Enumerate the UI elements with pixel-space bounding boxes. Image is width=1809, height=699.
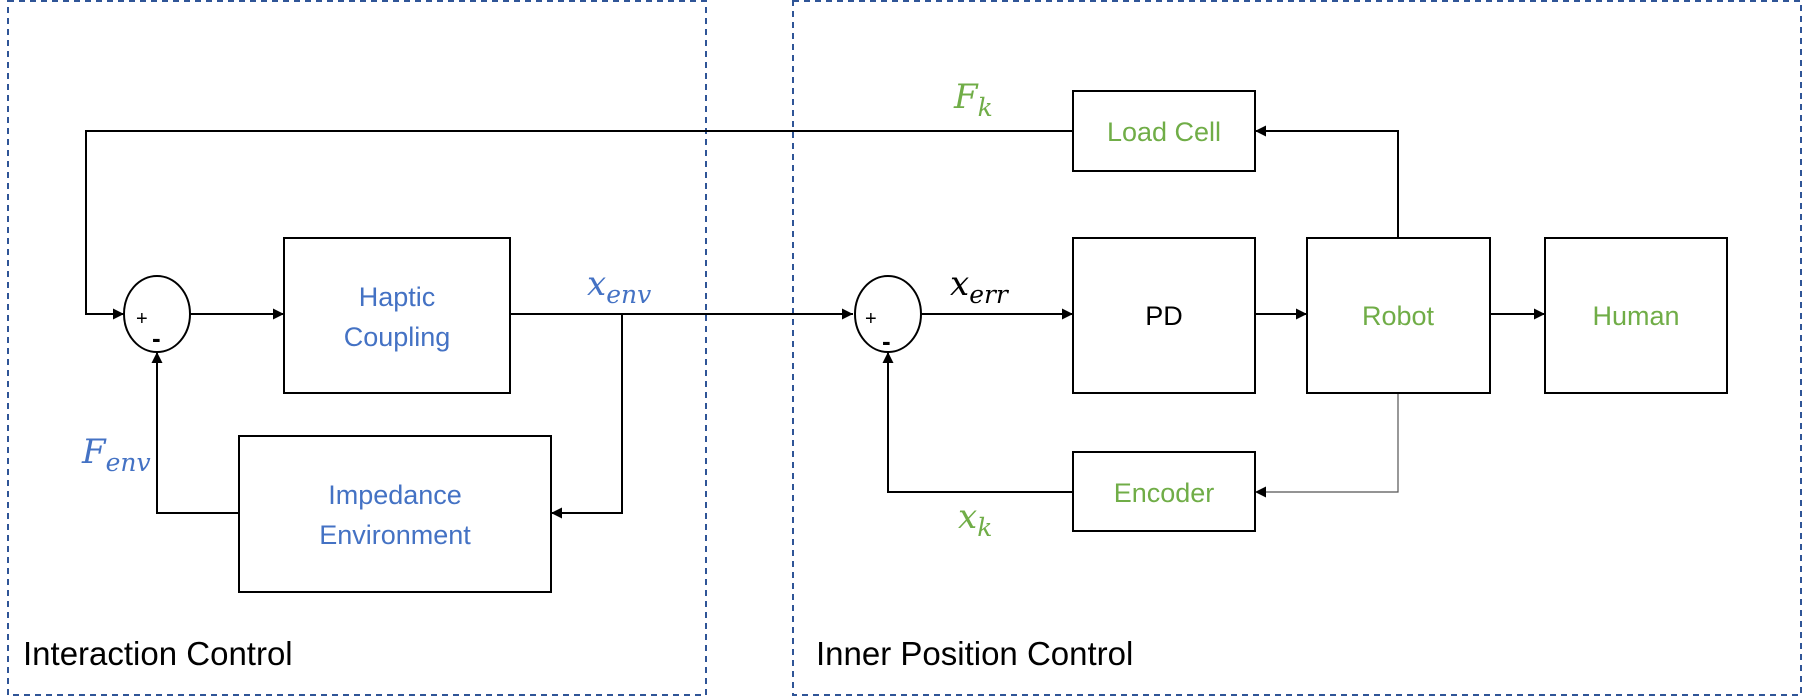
inner-position-control-title: Inner Position Control [816,635,1133,672]
x-env-branch-line [551,314,623,519]
interaction-control-frame [7,0,707,696]
signal-x-k: xk [958,497,992,542]
signal-f-env: Fenv [81,432,151,477]
svg-text:PD: PD [1145,301,1183,331]
summing-junction-position: + - [854,275,922,356]
svg-text:Environment: Environment [319,520,471,550]
signal-x-env: xenv [587,264,651,309]
svg-text:Coupling: Coupling [344,322,451,352]
robot-block: Robot [1306,237,1491,394]
impedance-environment-block: Impedance Environment [238,435,552,593]
svg-text:Human: Human [1592,301,1679,331]
robot-to-encoder-line [1255,394,1399,498]
svg-text:Impedance: Impedance [328,480,462,510]
interaction-control-title: Interaction Control [23,635,293,672]
robot-to-load-cell-line [1255,125,1399,238]
sum1-plus-sign: + [136,308,148,330]
inner-position-control-frame [792,0,1802,696]
encoder-block: Encoder [1072,451,1256,532]
sum2-minus-sign: - [882,326,891,356]
sum2-plus-sign: + [865,308,877,330]
sum1-minus-sign: - [152,323,161,353]
pd-controller-block: PD [1072,237,1256,394]
svg-text:Encoder: Encoder [1114,478,1215,508]
svg-text:Load Cell: Load Cell [1107,117,1221,147]
human-block: Human [1544,237,1728,394]
x-k-feedback-line [882,352,1073,493]
signal-x-err: xerr [950,264,1010,309]
haptic-coupling-block: Haptic Coupling [283,237,511,394]
load-cell-block: Load Cell [1072,90,1256,172]
signal-f-k: Fk [953,77,993,122]
svg-text:Robot: Robot [1362,301,1435,331]
f-env-line [151,352,239,514]
summing-junction-interaction: + - [123,275,191,353]
svg-text:Haptic: Haptic [359,282,436,312]
load-cell-feedback-line [85,130,1073,320]
